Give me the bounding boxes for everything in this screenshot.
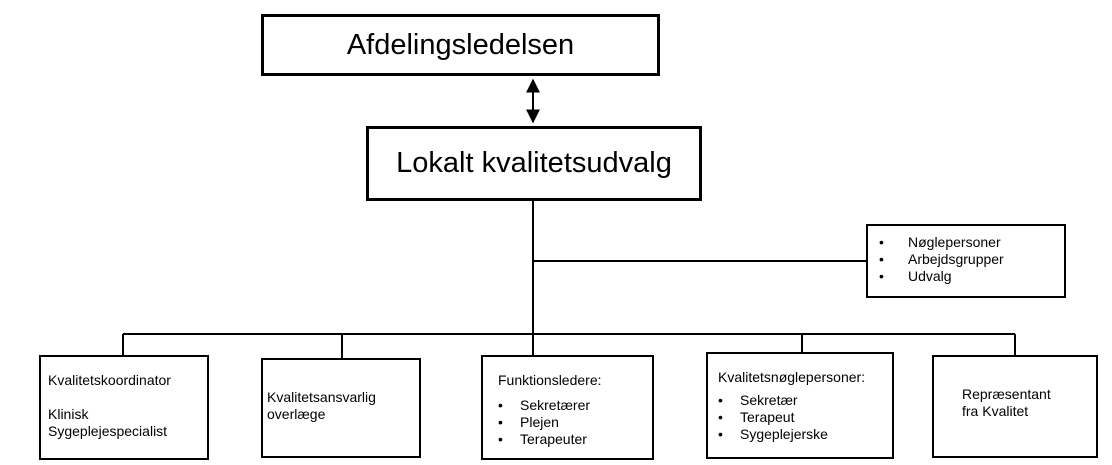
box-kvalitetsnoeglepersoner: Kvalitetsnøglepersoner: Sekretær Terapeu… bbox=[706, 352, 894, 459]
box-text: Klinisk bbox=[48, 406, 89, 422]
box-text: Repræsentant bbox=[962, 386, 1051, 402]
list-item: Nøglepersoner bbox=[879, 234, 1064, 251]
box-text: fra Kvalitet bbox=[962, 403, 1029, 419]
box-text: Kvalitetskoordinator bbox=[48, 372, 171, 388]
list-item: Sekretærer bbox=[498, 397, 652, 414]
box-text: Sygeplejespecialist bbox=[48, 423, 168, 439]
box-kvalitetsansvarlig-overlaege: Kvalitetsansvarlig overlæge bbox=[261, 358, 421, 458]
list-item: Sygeplejerske bbox=[718, 426, 892, 443]
box-title: Afdelingsledelsen bbox=[346, 28, 575, 61]
box-repraesentant-fra-kvalitet: Repræsentant fra Kvalitet bbox=[932, 355, 1098, 458]
box-text: Kvalitetsansvarlig bbox=[267, 389, 376, 405]
box-title: Lokalt kvalitetsudvalg bbox=[396, 147, 672, 179]
list-item: Sekretær bbox=[718, 392, 892, 409]
list-item: Plejen bbox=[498, 414, 652, 431]
list-item: Terapeuter bbox=[498, 431, 652, 448]
box-heading: Kvalitetsnøglepersoner: bbox=[718, 369, 866, 385]
box-kvalitetskoordinator: Kvalitetskoordinator Klinisk Sygeplejesp… bbox=[39, 355, 209, 460]
box-text: overlæge bbox=[267, 406, 326, 422]
box-lokalt-kvalitetsudvalg: Lokalt kvalitetsudvalg bbox=[366, 126, 702, 201]
list-item: Arbejdsgrupper bbox=[879, 251, 1064, 268]
box-afdelingsledelsen: Afdelingsledelsen bbox=[261, 14, 660, 76]
box-funktionsledere: Funktionsledere: Sekretærer Plejen Terap… bbox=[481, 355, 654, 460]
list-item: Terapeut bbox=[718, 409, 892, 426]
box-side-groups: Nøglepersoner Arbejdsgrupper Udvalg bbox=[866, 224, 1066, 298]
box-heading: Funktionsledere: bbox=[498, 372, 602, 388]
list-item: Udvalg bbox=[879, 268, 1064, 285]
